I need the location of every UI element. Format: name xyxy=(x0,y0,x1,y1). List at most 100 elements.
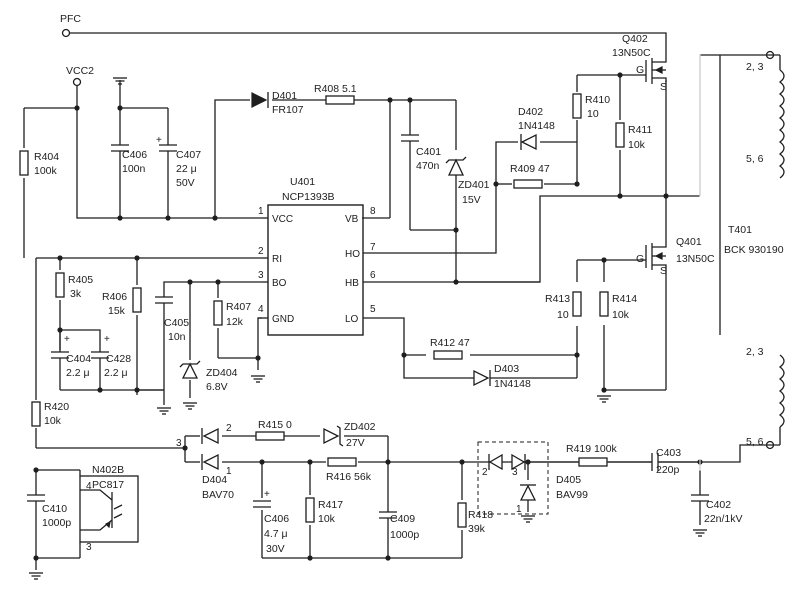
resistor-r408 xyxy=(325,95,355,105)
label-q402: Q402 xyxy=(622,33,648,45)
mosfet-q402 xyxy=(645,56,667,84)
cap-c405 xyxy=(154,295,174,305)
label-r405: R405 xyxy=(68,274,93,286)
svg-text:+: + xyxy=(104,334,110,345)
label-c410: C410 xyxy=(42,503,67,515)
pin-number-7: 7 xyxy=(370,242,376,253)
resistor-r416 xyxy=(327,457,357,467)
label-q402-value: 13N50C xyxy=(612,47,651,59)
label-c405-value: 10n xyxy=(168,331,186,343)
label-r410: R410 xyxy=(585,94,610,106)
resistor-r413 xyxy=(572,291,582,317)
label-r411-value: 10k xyxy=(628,139,646,151)
label-c407-value2: 50V xyxy=(176,177,195,189)
diode-d405 xyxy=(477,441,549,515)
label-c402: C402 xyxy=(706,499,731,511)
pin-number-1: 1 xyxy=(258,206,264,217)
vcc2-terminal xyxy=(72,77,82,87)
label-c407-value1: 22 μ xyxy=(176,163,197,175)
label-c409-value: 1000p xyxy=(390,529,419,541)
label-r404-value: 100k xyxy=(34,165,58,177)
label-c404-value: 2.2 μ xyxy=(66,367,90,379)
resistor-r409 xyxy=(513,179,543,189)
resistor-r404 xyxy=(19,150,29,176)
pin-hb-label: HB xyxy=(345,278,359,289)
label-r408: R408 5.1 xyxy=(314,83,357,95)
t401-terminal-bottom xyxy=(765,440,775,450)
label-r420: R420 xyxy=(44,401,69,413)
pin-vcc-label: VCC xyxy=(272,214,293,225)
label-c404: C404 xyxy=(66,353,91,365)
label-t401-value: BCK 930190 xyxy=(724,244,784,256)
label-r417: R417 xyxy=(318,499,343,511)
label-n402b: N402B xyxy=(92,464,124,476)
label-q402-source: S xyxy=(660,81,667,93)
label-r413: R413 xyxy=(545,293,570,305)
label-d405: D405 xyxy=(556,474,581,486)
label-d402-value: 1N4148 xyxy=(518,120,555,132)
label-r410-value: 10 xyxy=(587,108,599,120)
label-r407-value: 12k xyxy=(226,316,244,328)
resistor-r420 xyxy=(31,401,41,427)
pin-gnd-label: GND xyxy=(272,314,294,325)
label-d405-pin3: 3 xyxy=(512,467,518,478)
optocoupler-n402b xyxy=(79,470,139,558)
pin-number-8: 8 xyxy=(370,206,376,217)
pin-number-6: 6 xyxy=(370,270,376,281)
label-pfc: PFC xyxy=(60,13,81,25)
label-r406-value: 15k xyxy=(108,305,126,317)
label-d404-pin3: 3 xyxy=(176,438,182,449)
ic-u401 xyxy=(258,204,364,336)
label-d404-value: BAV70 xyxy=(202,489,234,501)
cap-c406b xyxy=(252,499,272,509)
label-r412: R412 47 xyxy=(430,337,470,349)
label-r406: R406 xyxy=(102,291,127,303)
label-n402b-pin3: 3 xyxy=(86,542,92,553)
label-q401-gate: G xyxy=(636,253,644,265)
label-d404-pin1: 1 xyxy=(226,466,232,477)
resistor-r410 xyxy=(572,93,582,119)
label-c407: C407 xyxy=(176,149,201,161)
label-r414: R414 xyxy=(612,293,637,305)
label-d405-pin1: 1 xyxy=(516,504,522,515)
resistor-r414 xyxy=(599,291,609,317)
label-d403-value: 1N4148 xyxy=(494,378,531,390)
label-zd404-value: 6.8V xyxy=(206,381,228,393)
cap-c410 xyxy=(26,493,46,503)
resistor-r415 xyxy=(255,431,285,441)
label-r404: R404 xyxy=(34,151,59,163)
resistor-r406 xyxy=(132,287,142,313)
label-winding-56b: 5, 6 xyxy=(746,436,764,448)
diode-d401 xyxy=(251,92,269,108)
label-r420-value: 10k xyxy=(44,415,62,427)
diode-d404 xyxy=(201,427,219,471)
label-t401: T401 xyxy=(728,224,752,236)
label-d401: D401 xyxy=(272,90,297,102)
junctions xyxy=(33,72,703,561)
t401-terminal-top xyxy=(765,50,775,60)
label-d402: D402 xyxy=(518,106,543,118)
resistor-r407 xyxy=(213,300,223,326)
label-zd401-value: 15V xyxy=(462,194,481,206)
label-u401: U401 xyxy=(290,176,315,188)
pin-lo-label: LO xyxy=(345,314,359,325)
label-c401: C401 xyxy=(416,146,441,158)
label-c402-value: 22n/1kV xyxy=(704,513,743,525)
resistor-r417 xyxy=(305,497,315,523)
label-q401-source: S xyxy=(660,265,667,277)
label-q402-gate: G xyxy=(636,64,644,76)
pin-vb-label: VB xyxy=(345,214,359,225)
mosfet-q401 xyxy=(645,230,667,278)
label-zd402: ZD402 xyxy=(344,421,376,433)
label-r419: R419 100k xyxy=(566,443,618,455)
label-c406a: C406 xyxy=(122,149,147,161)
label-q401-value: 13N50C xyxy=(676,253,715,265)
label-r411: R411 xyxy=(628,124,652,136)
ground-symbols xyxy=(28,77,708,580)
label-r409: R409 47 xyxy=(510,163,550,175)
zener-zd404 xyxy=(179,360,201,379)
label-d405-pin2: 2 xyxy=(482,467,488,478)
label-c406b-value2: 30V xyxy=(266,543,285,555)
label-r418: R418 xyxy=(468,509,493,521)
